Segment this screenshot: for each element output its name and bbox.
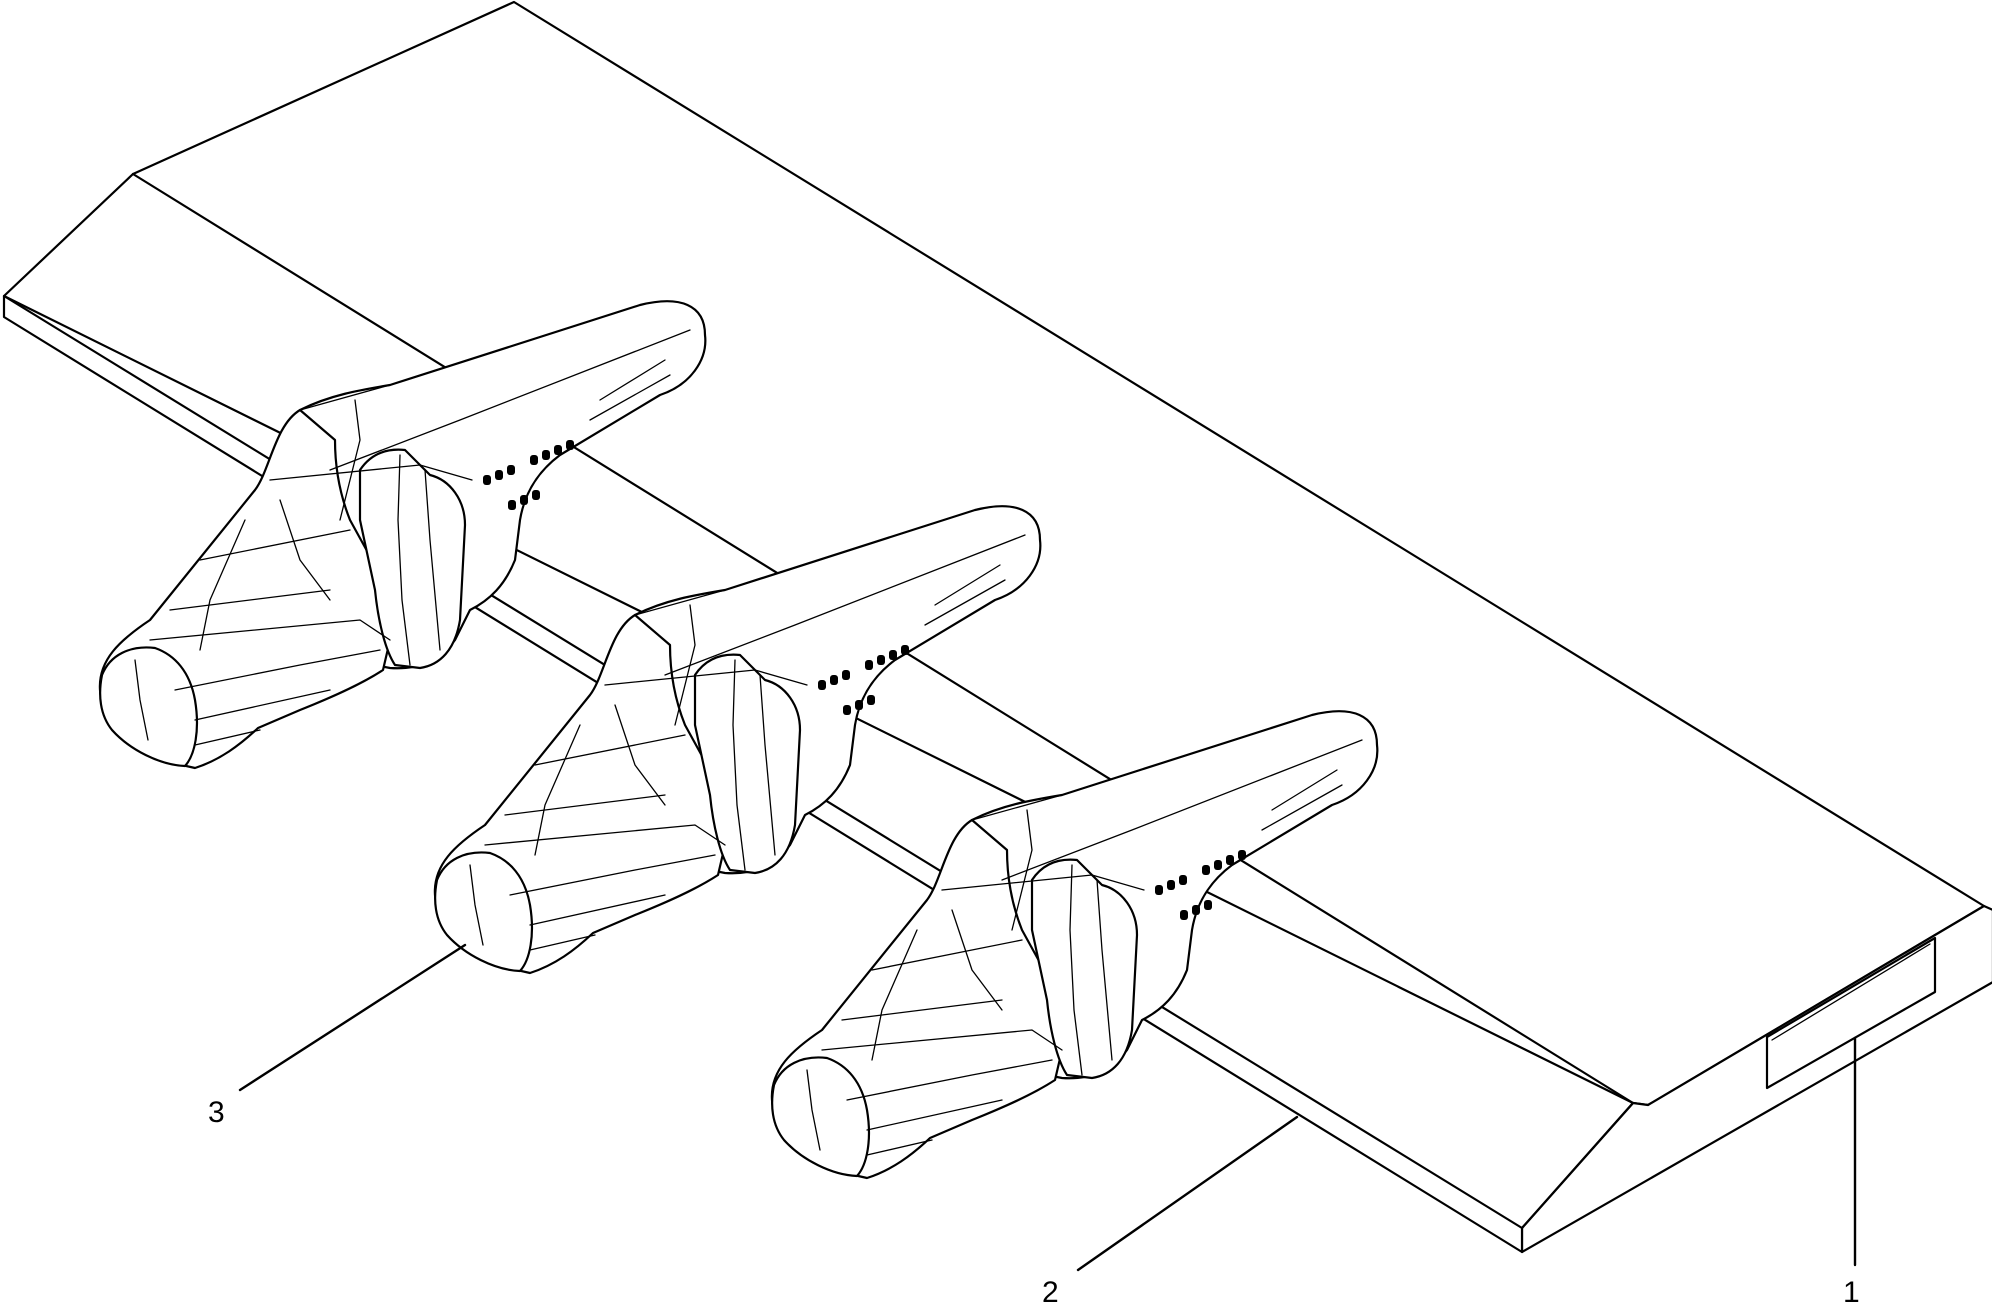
callout-2: 2 — [1042, 1276, 1059, 1309]
leader-line-3 — [238, 943, 467, 1092]
leader-line-2 — [1076, 1115, 1299, 1272]
label-plate — [1765, 936, 1937, 1090]
callout-1: 1 — [1843, 1276, 1860, 1309]
callout-3: 3 — [208, 1096, 225, 1129]
